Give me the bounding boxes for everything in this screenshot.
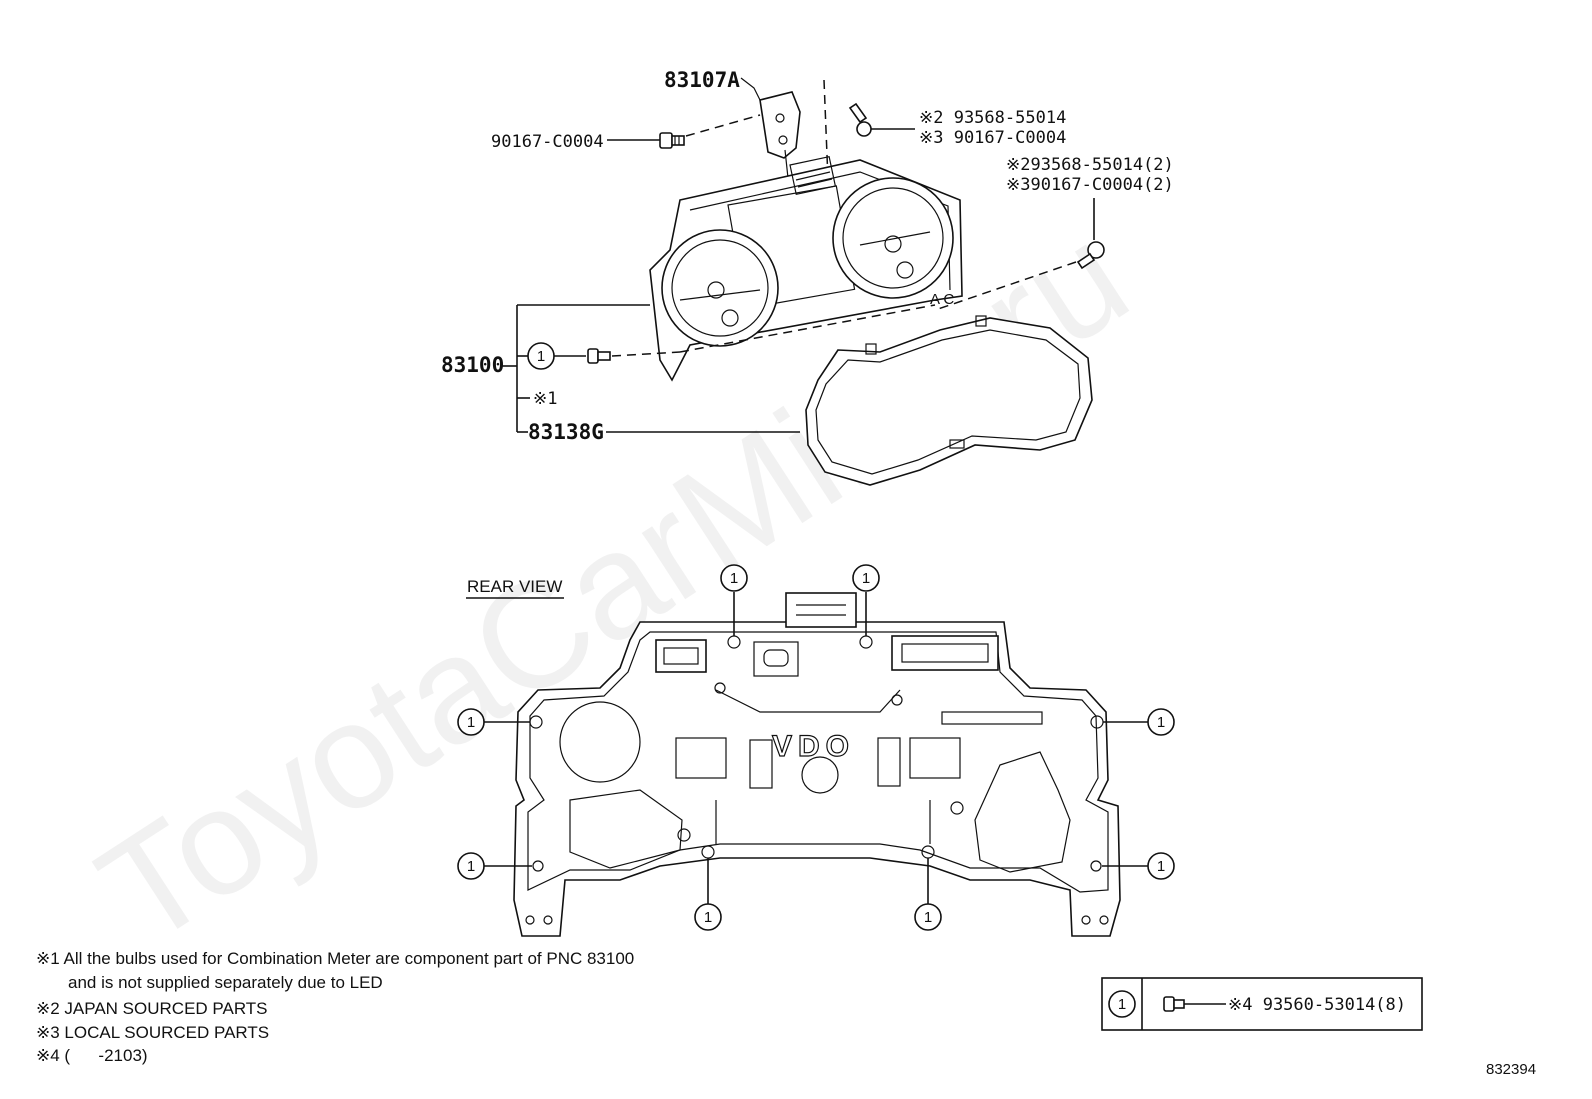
footnote-3: ※3 LOCAL SOURCED PARTS xyxy=(36,1023,269,1042)
legend-box: 1 ※4 93560-53014(8) xyxy=(1101,977,1423,1031)
leader-83107a xyxy=(740,77,761,101)
dash-left-screw xyxy=(685,114,761,137)
dash-right-screw xyxy=(934,261,1077,311)
label-screw-right-2: ※390167-C0004(2) xyxy=(1006,175,1174,195)
svg-text:1: 1 xyxy=(1157,714,1165,731)
svg-text:1: 1 xyxy=(862,570,870,587)
rear-callout-bottom-right: 1 xyxy=(914,903,942,931)
screw-top-icon xyxy=(848,102,872,137)
rear-callout-leaders xyxy=(484,592,1148,904)
dash-front-screw xyxy=(611,351,681,357)
footnote-4: ※4 ( -2103) xyxy=(36,1046,148,1065)
label-83100: 83100 xyxy=(441,353,504,377)
footnotes: ※1 All the bulbs used for Combination Me… xyxy=(36,949,634,1065)
bracket-83107a-drawing xyxy=(759,91,801,183)
combination-meter-exploded: 83107A 90167-C0004 ※2 93568-55014 ※3 901… xyxy=(441,68,1174,486)
callout-number-1-top: 1 xyxy=(537,348,545,365)
rear-top-connector xyxy=(785,592,857,628)
label-note1-ref: ※1 xyxy=(533,389,557,409)
legend-callout-circle xyxy=(1108,990,1136,1018)
rear-callout-bottom-left: 1 xyxy=(694,903,722,931)
footnote-1: ※1 All the bulbs used for Combination Me… xyxy=(36,949,634,968)
rear-callout-mid-right: 1 xyxy=(1147,708,1175,736)
legend-callout-number: 1 xyxy=(1118,996,1126,1013)
rear-callout-top-left: 1 xyxy=(720,564,748,592)
rear-callout-mid-left: 1 xyxy=(457,708,485,736)
svg-text:1: 1 xyxy=(467,714,475,731)
vdo-brand-mark: VDO xyxy=(772,730,855,763)
lens-83138g-drawing xyxy=(805,315,1093,486)
screw-front-icon xyxy=(587,348,611,364)
label-83107a: 83107A xyxy=(664,68,740,92)
footnote-1-cont: and is not supplied separately due to LE… xyxy=(68,973,383,992)
rear-view-section: REAR VIEW xyxy=(457,564,1175,937)
rear-callout-low-left: 1 xyxy=(457,852,485,880)
footnote-2: ※2 JAPAN SOURCED PARTS xyxy=(36,999,268,1018)
svg-text:1: 1 xyxy=(1157,858,1165,875)
meter-rear-housing: VDO xyxy=(513,592,1121,937)
meter-body-code: A C xyxy=(930,291,954,308)
label-screw-top-2: ※3 90167-C0004 xyxy=(919,128,1066,148)
label-screw-right-1: ※293568-55014(2) xyxy=(1006,155,1174,175)
svg-text:1: 1 xyxy=(704,909,712,926)
meter-assembly-drawing: A C xyxy=(649,155,963,382)
rear-view-title: REAR VIEW xyxy=(467,577,562,596)
label-screw-top-1: ※2 93568-55014 xyxy=(919,108,1066,128)
legend-screw-icon xyxy=(1163,996,1226,1012)
screw-right-icon xyxy=(1076,241,1105,270)
svg-text:1: 1 xyxy=(467,858,475,875)
legend-part-number: ※4 93560-53014(8) xyxy=(1228,995,1406,1015)
svg-text:1: 1 xyxy=(730,570,738,587)
label-83138g: 83138G xyxy=(528,420,604,444)
svg-text:1: 1 xyxy=(924,909,932,926)
diagram-number: 832394 xyxy=(1486,1061,1536,1078)
rear-callout-low-right: 1 xyxy=(1147,852,1175,880)
label-screw-left: 90167-C0004 xyxy=(491,132,604,152)
rear-callout-top-right: 1 xyxy=(852,564,880,592)
dash-front-screw-2 xyxy=(679,304,936,353)
screw-left-icon xyxy=(659,132,685,149)
